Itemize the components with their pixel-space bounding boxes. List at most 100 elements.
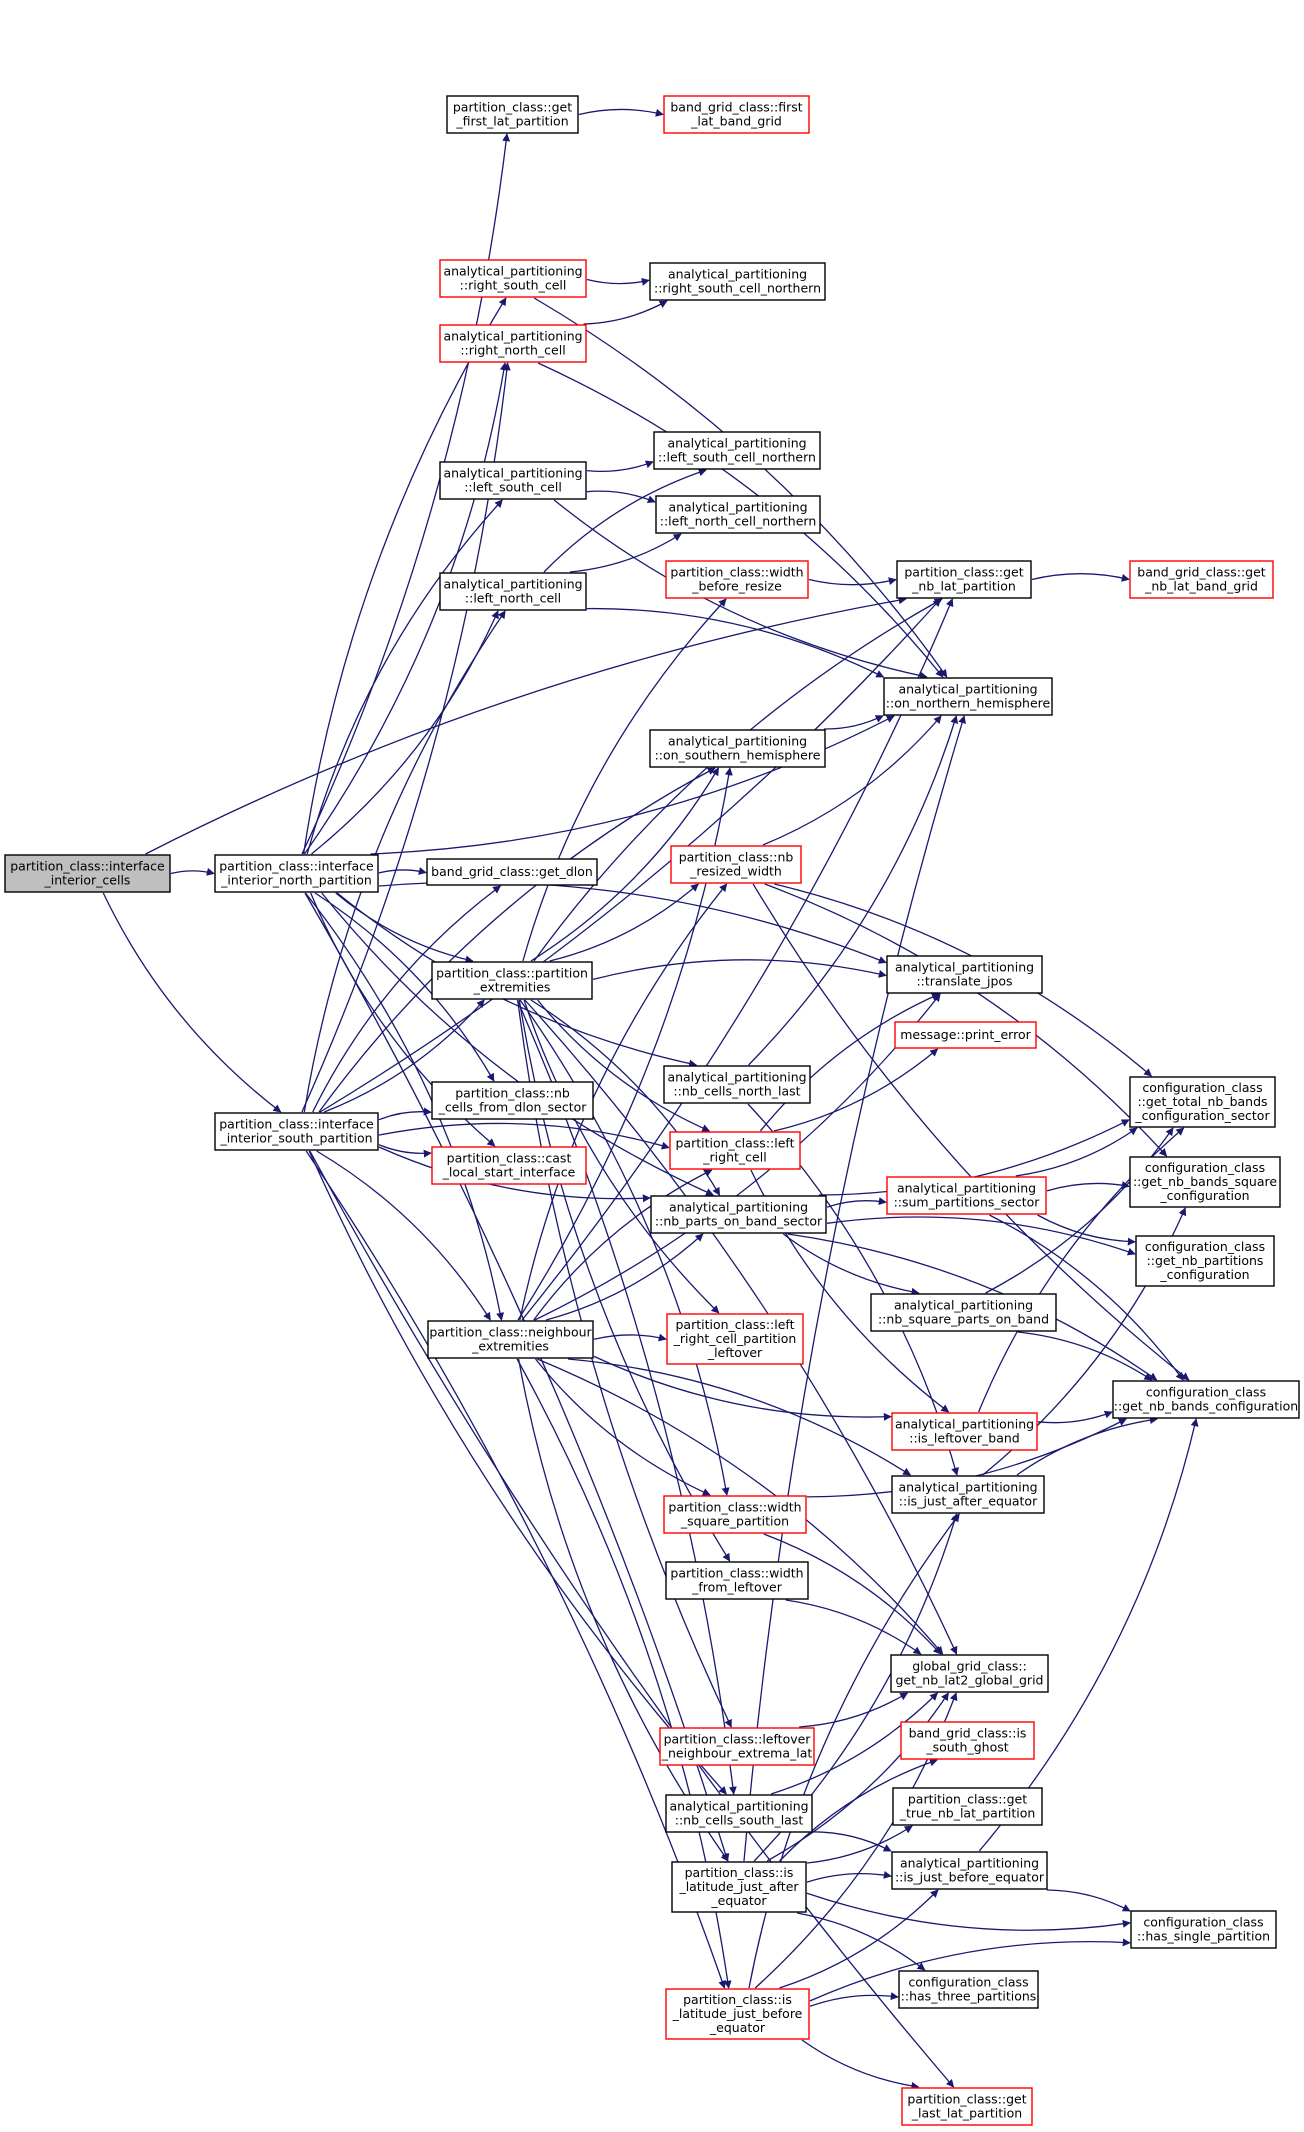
node-width-before[interactable]: partition_class::width_before_resize — [665, 560, 809, 599]
node-nb-resized[interactable]: partition_class::nb_resized_width — [670, 845, 802, 884]
node-box — [663, 1065, 811, 1104]
node-cast-local[interactable]: partition_class::cast_local_start_interf… — [431, 1146, 587, 1185]
node-left-north-n[interactable]: analytical_partitioning::left_north_cell… — [655, 495, 821, 534]
node-label-line: ::is_just_before_equator — [895, 1870, 1045, 1885]
node-cfg-square[interactable]: configuration_class::get_nb_bands_square… — [1129, 1156, 1281, 1208]
edge-is_lat_after-to-get_true_nb — [806, 1825, 913, 1864]
node-label-line: ::get_nb_partitions — [1147, 1253, 1264, 1268]
edge-on_south-to-on_north — [823, 715, 884, 730]
node-nb-cells-north-last[interactable]: analytical_partitioning::nb_cells_north_… — [663, 1065, 811, 1104]
node-label-line: _nb_lat_band_grid — [1144, 579, 1258, 594]
node-box — [655, 495, 821, 534]
node-right-north[interactable]: analytical_partitioning::right_north_cel… — [439, 324, 587, 363]
node-label-line: configuration_class — [908, 1975, 1028, 1990]
node-width-square[interactable]: partition_class::width_square_partition — [663, 1495, 807, 1534]
edge-nb_parts_band-to-sum_part — [826, 1197, 887, 1208]
node-neigh-extr[interactable]: partition_class::neighbour_extremities — [427, 1320, 594, 1359]
node-on-north[interactable]: analytical_partitioning::on_northern_hem… — [883, 677, 1053, 716]
node-right-south[interactable]: analytical_partitioning::right_south_cel… — [439, 259, 587, 298]
node-label-line: partition_class::neighbour — [429, 1325, 592, 1340]
node-box — [439, 572, 587, 611]
node-box — [1129, 1076, 1276, 1128]
node-label-line: _before_resize — [691, 579, 782, 594]
node-label-line: partition_class::width — [670, 1566, 803, 1581]
node-nb-cells-south-last[interactable]: analytical_partitioning::nb_cells_south_… — [665, 1794, 813, 1833]
edge-nb_parts_band-to-cfg_parts — [826, 1216, 1136, 1256]
node-box — [669, 1131, 801, 1170]
node-label-line: ::right_south_cell_northern — [654, 281, 821, 296]
node-label-line: ::left_south_cell — [464, 480, 562, 495]
node-leftover-neigh[interactable]: partition_class::leftover_neighbour_extr… — [659, 1727, 815, 1766]
node-get-true-nb[interactable]: partition_class::get_true_nb_lat_partiti… — [892, 1787, 1043, 1826]
node-left-north[interactable]: analytical_partitioning::left_north_cell — [439, 572, 587, 611]
node-label-line: analytical_partitioning — [667, 436, 806, 451]
node-box — [663, 95, 810, 134]
node-right-south-n[interactable]: analytical_partitioning::right_south_cel… — [649, 262, 826, 301]
node-has-single[interactable]: configuration_class::has_single_partitio… — [1130, 1910, 1277, 1949]
node-is-just-before[interactable]: analytical_partitioning::is_just_before_… — [891, 1851, 1048, 1890]
node-label-line: _right_cell — [702, 1150, 766, 1165]
edge-root-to-south — [102, 892, 282, 1113]
node-label-line: partition_class::width — [668, 1500, 801, 1515]
node-sum-part[interactable]: analytical_partitioning::sum_partitions_… — [886, 1176, 1047, 1215]
node-box — [894, 1021, 1037, 1049]
node-on-south[interactable]: analytical_partitioning::on_southern_hem… — [649, 729, 826, 768]
node-box — [900, 1721, 1035, 1760]
node-label-line: _equator — [710, 1893, 767, 1908]
node-north[interactable]: partition_class::interface_interior_nort… — [214, 854, 379, 893]
node-nb-parts-band[interactable]: analytical_partitioning::nb_parts_on_ban… — [650, 1195, 827, 1234]
node-has-three[interactable]: configuration_class::has_three_partition… — [898, 1970, 1039, 2009]
node-box — [665, 560, 809, 599]
edge-neigh_extr-to-global_grid — [537, 1358, 944, 1655]
node-get-dlon[interactable]: band_grid_class::get_dlon — [426, 858, 598, 886]
node-label-line: configuration_class — [1143, 1915, 1263, 1930]
node-get-first[interactable]: partition_class::get_first_lat_partition — [446, 95, 579, 134]
node-south-ghost[interactable]: band_grid_class::is_south_ghost — [900, 1721, 1035, 1760]
node-box — [446, 95, 579, 134]
edge-south-to-left_north — [303, 610, 506, 1113]
node-left-south-n[interactable]: analytical_partitioning::left_south_cell… — [653, 431, 821, 470]
node-root[interactable]: partition_class::interface_interior_cell… — [4, 854, 171, 893]
node-label-line: _lat_band_grid — [690, 114, 782, 129]
node-label-line: ::left_north_cell — [465, 591, 561, 606]
edge-right_south-to-right_south_n — [586, 277, 650, 286]
node-south[interactable]: partition_class::interface_interior_sout… — [214, 1112, 379, 1151]
node-left-right-leftover[interactable]: partition_class::left_right_cell_partiti… — [666, 1313, 804, 1365]
node-label-line: ::sum_partitions_sector — [894, 1195, 1041, 1210]
edge-south-to-nb_cells_south_last — [308, 1150, 727, 1795]
edge-width_before-to-get_nb_lat — [808, 577, 897, 586]
node-label-line: partition_class::leftover — [664, 1732, 812, 1747]
node-is-just-after[interactable]: analytical_partitioning::is_just_after_e… — [891, 1475, 1045, 1514]
node-global-grid[interactable]: global_grid_class::get_nb_lat2_global_gr… — [890, 1654, 1049, 1693]
node-width-leftover[interactable]: partition_class::width_from_leftover — [665, 1561, 809, 1600]
node-label-line: analytical_partitioning — [668, 500, 807, 515]
node-cfg-nb-bands[interactable]: configuration_class::get_nb_bands_config… — [1112, 1380, 1300, 1419]
edge-part_extr-to-get_nb_lat — [533, 598, 943, 962]
node-cfg-total[interactable]: configuration_class::get_total_nb_bands_… — [1129, 1076, 1276, 1128]
node-is-leftover[interactable]: analytical_partitioning::is_leftover_ban… — [891, 1412, 1038, 1451]
edge-nb_square-to-cfg_total — [985, 1127, 1174, 1294]
node-nb-cells-dlon[interactable]: partition_class::nb_cells_from_dlon_sect… — [431, 1081, 594, 1120]
node-left-south[interactable]: analytical_partitioning::left_south_cell — [439, 461, 587, 500]
edge-nb_parts_band-to-nb_square — [782, 1233, 920, 1296]
node-left-right[interactable]: partition_class::left_right_cell — [669, 1131, 801, 1170]
edge-left_south-to-left_south_n — [586, 460, 654, 473]
node-is-lat-after[interactable]: partition_class::is_latitude_just_after_… — [671, 1861, 807, 1913]
node-translate[interactable]: analytical_partitioning::translate_jpos — [886, 955, 1043, 994]
edge-nb_parts_band-to-cfg_nb_bands — [787, 1233, 1158, 1381]
node-print-error[interactable]: message::print_error — [894, 1021, 1037, 1049]
node-label-line: partition_class::is — [683, 1992, 792, 2007]
node-cfg-parts[interactable]: configuration_class::get_nb_partitions_c… — [1135, 1235, 1275, 1287]
node-get-nb-lat[interactable]: partition_class::get_nb_lat_partition — [896, 560, 1032, 599]
node-label-line: _neighbour_extrema_lat — [661, 1746, 813, 1761]
node-label-line: band_grid_class::get_dlon — [431, 864, 593, 879]
node-label-line: global_grid_class:: — [912, 1659, 1027, 1674]
node-label-line: ::on_northern_hemisphere — [886, 696, 1051, 711]
node-first-lat-band[interactable]: band_grid_class::first_lat_band_grid — [663, 95, 810, 134]
node-get-last[interactable]: partition_class::get_last_lat_partition — [901, 2087, 1033, 2126]
edge-right_south-to-on_north — [533, 297, 948, 678]
node-nb-square[interactable]: analytical_partitioning::nb_square_parts… — [870, 1293, 1057, 1332]
node-is-lat-before[interactable]: partition_class::is_latitude_just_before… — [665, 1988, 810, 2040]
node-band-nb-lat[interactable]: band_grid_class::get_nb_lat_band_grid — [1129, 560, 1274, 599]
node-part-extr[interactable]: partition_class::partition_extremities — [431, 961, 593, 1000]
